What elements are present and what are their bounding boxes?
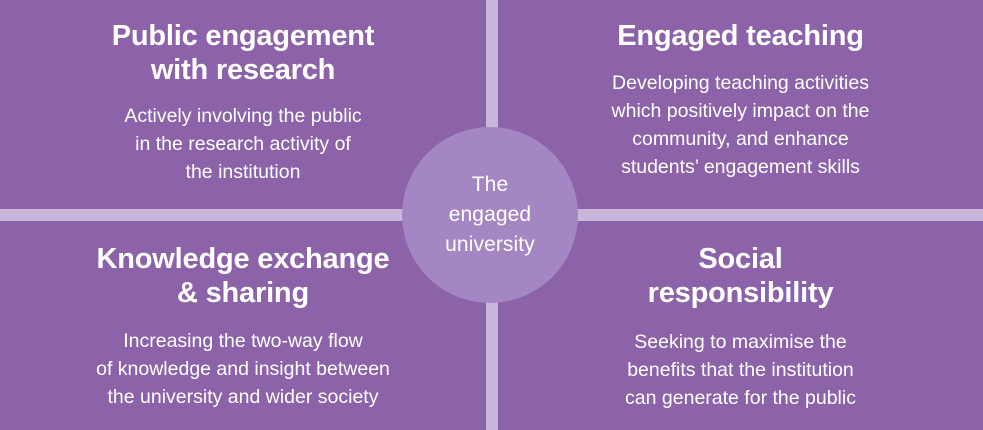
quadrant-title-engaged-teaching: Engaged teaching	[617, 20, 864, 52]
quadrant-knowledge-exchange-and-sharing: Knowledge exchange& sharing Increasing t…	[0, 221, 486, 430]
quadrant-title-knowledge-exchange-and-sharing: Knowledge exchange& sharing	[96, 243, 390, 309]
quadrant-engaged-teaching: Engaged teaching Developing teaching act…	[498, 0, 983, 209]
